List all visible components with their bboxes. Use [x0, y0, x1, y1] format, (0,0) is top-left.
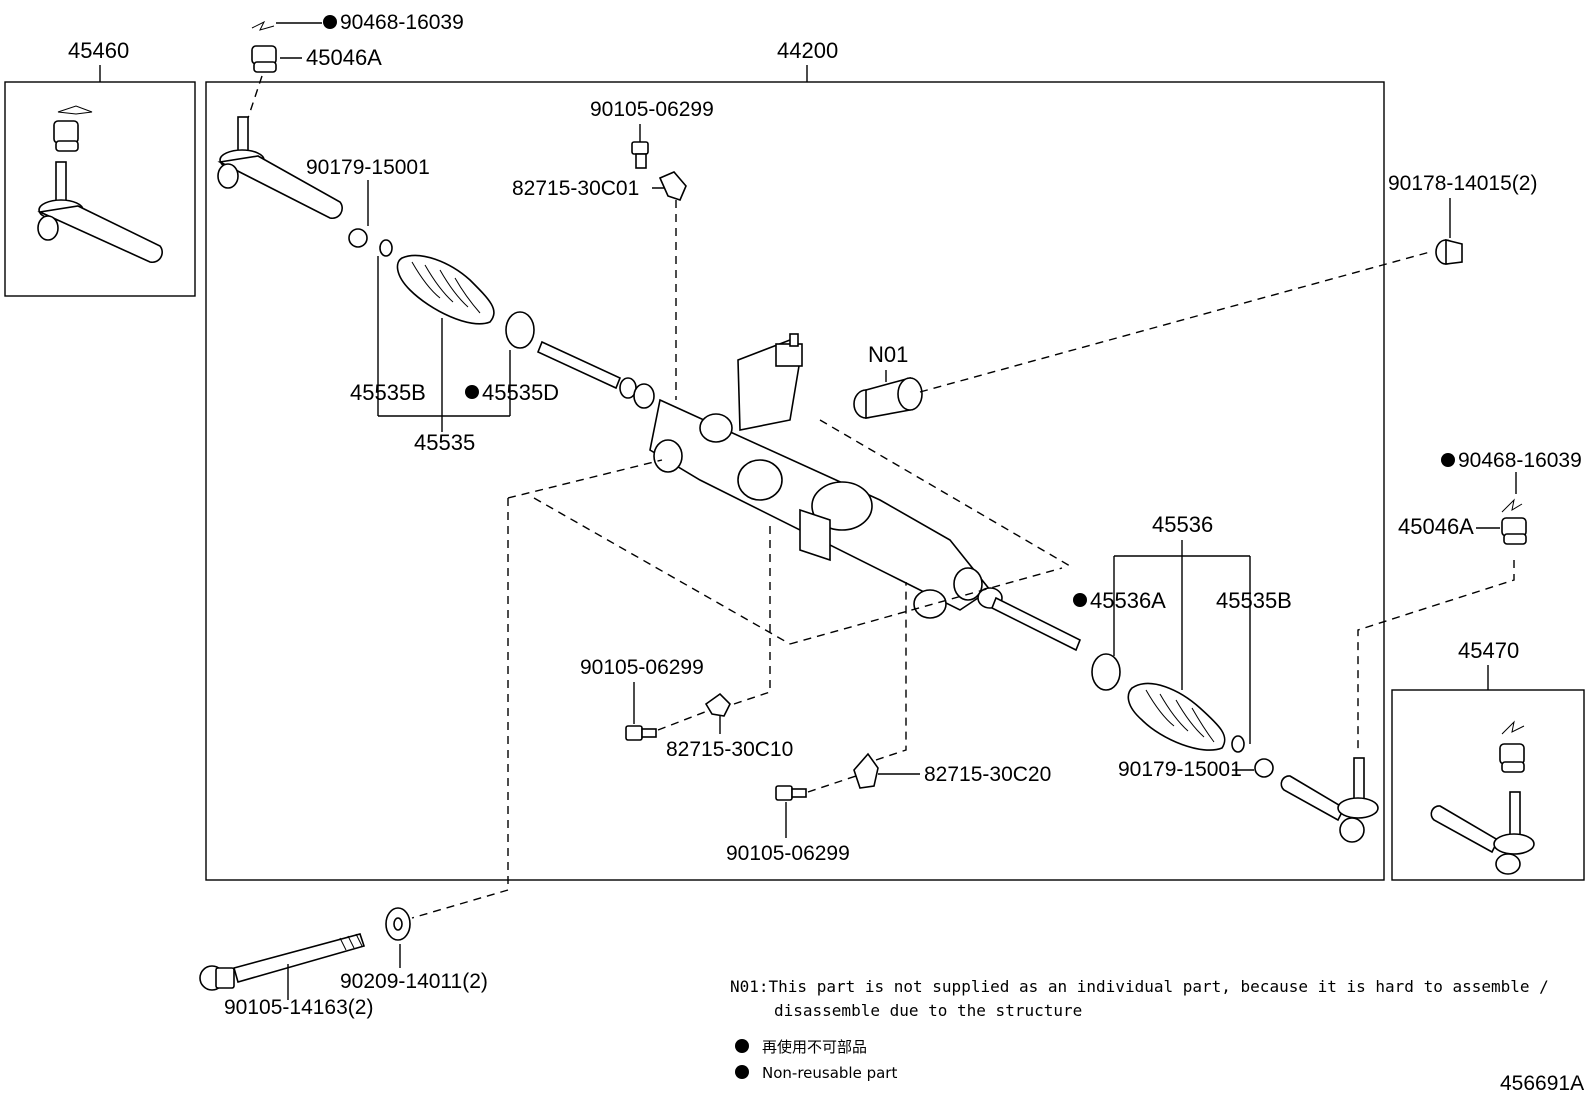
boot-right — [1091, 653, 1245, 753]
long-bolt-drawing — [199, 933, 366, 991]
cotter-pin-left-drawing — [251, 15, 337, 31]
label-bolt-low[interactable]: 90105-06299 — [726, 842, 850, 865]
right-tie-rod-end-box — [1391, 689, 1585, 881]
label-45460[interactable]: 45460 — [68, 38, 129, 63]
note-n01-line1: N01:This part is not supplied as an indi… — [730, 977, 1549, 996]
label-45470[interactable]: 45470 — [1458, 638, 1519, 663]
legend-text-jp: 再使用不可部品 — [762, 1038, 867, 1056]
label-boot-band-right[interactable]: 45536A — [1090, 588, 1166, 613]
cotter-pin-right-drawing — [1501, 498, 1523, 513]
label-cotter-pin-right[interactable]: 90468-16039 — [1458, 449, 1582, 472]
bushing-right-drawing — [1435, 238, 1463, 265]
label-boot-clamp-left[interactable]: 45535B — [350, 380, 426, 405]
label-boot-kit-right[interactable]: 45536 — [1152, 512, 1213, 537]
label-long-bolt[interactable]: 90105-14163(2) — [224, 996, 373, 1019]
inner-rod-left — [536, 340, 655, 409]
rack-housing — [649, 333, 1003, 619]
label-washer[interactable]: 90209-14011(2) — [340, 970, 488, 993]
label-bracket-top[interactable]: 82715-30C01 — [512, 177, 639, 200]
label-bushing-right[interactable]: 90178-14015(2) — [1388, 172, 1537, 195]
right-tie-rod-end-drawing — [1430, 720, 1535, 875]
legend-dot-jp — [735, 1039, 749, 1053]
nut-right-drawing — [1501, 517, 1527, 545]
bracket-mid-drawing — [704, 692, 731, 717]
diagram-id: 456691A — [1500, 1072, 1584, 1095]
boot-left — [379, 239, 535, 349]
bushing-n01 — [853, 376, 923, 419]
tie-rod-end-left — [217, 116, 343, 220]
label-cotter-pin-left[interactable]: 90468-16039 — [340, 11, 464, 34]
left-tie-rod-end-box — [4, 81, 196, 297]
bracket-top-drawing — [658, 171, 687, 201]
label-boot-band-left[interactable]: 45535D — [482, 380, 559, 405]
label-bolt-mid[interactable]: 90105-06299 — [580, 656, 704, 679]
label-clip-right[interactable]: 90179-15001 — [1118, 758, 1242, 781]
tie-rod-end-right — [1280, 757, 1379, 843]
inner-rod-right — [990, 596, 1082, 652]
washer-drawing — [385, 907, 411, 941]
bolt-mid-drawing — [625, 725, 657, 741]
label-clip-left[interactable]: 90179-15001 — [306, 156, 430, 179]
note-n01-line2: disassemble due to the structure — [774, 1001, 1082, 1020]
label-bolt-top[interactable]: 90105-06299 — [590, 98, 714, 121]
bolt-top-drawing — [631, 141, 649, 169]
label-bracket-low[interactable]: 82715-30C20 — [924, 763, 1051, 786]
label-boot-kit-left[interactable]: 45535 — [414, 430, 475, 455]
legend-text-en: Non-reusable part — [762, 1064, 897, 1082]
label-44200[interactable]: 44200 — [777, 38, 838, 63]
label-nut-left[interactable]: 45046A — [306, 45, 382, 70]
gear-assembly-box — [205, 81, 1385, 881]
left-tie-rod-end-drawing — [37, 105, 163, 264]
nut-left-drawing — [251, 45, 277, 73]
legend-dot-en — [735, 1065, 749, 1079]
label-boot-clamp-right[interactable]: 45535B — [1216, 588, 1292, 613]
bracket-low-drawing — [853, 752, 879, 789]
clip-right-drawing — [1254, 758, 1274, 778]
bolt-low-drawing — [775, 785, 807, 801]
label-n01[interactable]: N01 — [868, 342, 908, 367]
label-nut-right[interactable]: 45046A — [1398, 514, 1474, 539]
label-bracket-mid[interactable]: 82715-30C10 — [666, 738, 793, 761]
